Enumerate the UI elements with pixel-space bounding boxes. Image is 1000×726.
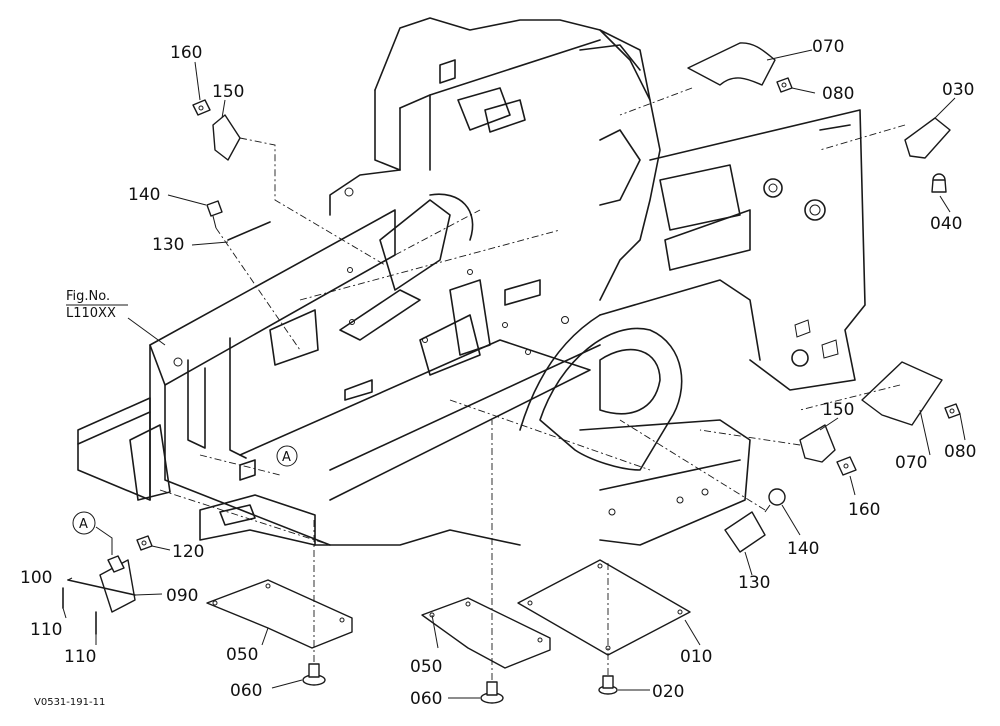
panel-030 <box>904 117 951 159</box>
strip-130-upper <box>227 221 271 241</box>
label-120: 120 <box>172 542 204 562</box>
svg-text:A: A <box>282 450 291 465</box>
bolt-080-upper <box>776 77 793 93</box>
plate-150-lower <box>799 424 836 463</box>
label-090: 090 <box>166 586 198 606</box>
label-130-upper: 130 <box>152 235 184 255</box>
cover-050-center <box>421 597 551 669</box>
label-060-left: 060 <box>230 681 262 701</box>
main-frame-drawing <box>77 17 866 546</box>
bolt-060-center <box>480 681 504 704</box>
label-110-lower: 110 <box>64 647 96 667</box>
exploded-parts <box>62 42 961 704</box>
plate-130-lower <box>724 511 766 553</box>
bolt-040 <box>931 173 947 193</box>
label-070-upper: 070 <box>812 37 844 57</box>
label-150-upper: 150 <box>212 82 244 102</box>
cover-070-upper <box>687 42 776 86</box>
part-labels: 070 080 030 040 160 150 140 130 070 080 … <box>20 37 976 709</box>
svg-text:A: A <box>79 517 88 532</box>
svg-text:Fig.No.: Fig.No. <box>66 289 110 304</box>
leader-lines <box>62 49 966 699</box>
bolt-160-upper <box>192 99 211 116</box>
label-060-center: 060 <box>410 689 442 709</box>
cover-070-lower <box>861 361 943 426</box>
drawing-code: V0531-191-11 <box>34 697 105 708</box>
label-040: 040 <box>930 214 962 234</box>
label-080-upper: 080 <box>822 84 854 104</box>
bolt-140-upper <box>206 200 223 229</box>
bolt-080-lower <box>944 403 961 419</box>
label-050-center: 050 <box>410 657 442 677</box>
label-140-lower: 140 <box>787 539 819 559</box>
plate-150-upper <box>212 114 241 161</box>
label-080-lower: 080 <box>944 442 976 462</box>
detail-a-callout-frame: A <box>276 445 298 467</box>
label-140-upper: 140 <box>128 185 160 205</box>
bolt-060-left <box>302 663 326 686</box>
label-010: 010 <box>680 647 712 667</box>
label-130-lower: 130 <box>738 573 770 593</box>
label-160-lower: 160 <box>848 500 880 520</box>
label-160-upper: 160 <box>170 43 202 63</box>
detail-a-callout-inset: A <box>72 511 96 535</box>
plate-010 <box>517 559 691 656</box>
bolt-120 <box>136 535 153 551</box>
label-030: 030 <box>942 80 974 100</box>
label-100: 100 <box>20 568 52 588</box>
label-020: 020 <box>652 682 684 702</box>
bracket-090-detail-a <box>67 555 136 613</box>
label-150-lower: 150 <box>822 400 854 420</box>
bolt-140-lower <box>764 488 786 513</box>
label-070-lower: 070 <box>895 453 927 473</box>
fig-reference: Fig.No. L110XX <box>66 289 128 321</box>
svg-text:L110XX: L110XX <box>66 306 116 321</box>
label-050-left: 050 <box>226 645 258 665</box>
label-110-upper: 110 <box>30 620 62 640</box>
bolt-020 <box>598 675 618 695</box>
cover-050-left <box>206 579 353 649</box>
bolt-160-lower <box>836 456 857 476</box>
